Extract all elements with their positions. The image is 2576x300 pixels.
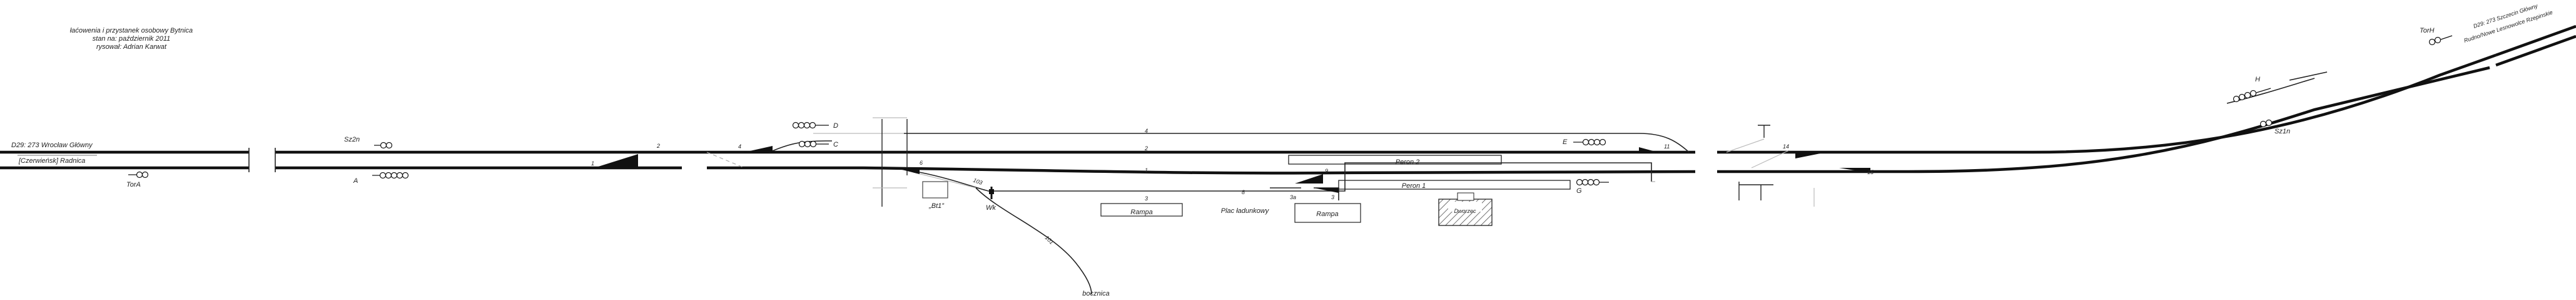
ramp-b-label: Rampa bbox=[1316, 210, 1338, 218]
line-label-left-top: D29: 273 Wrocław Główny bbox=[11, 142, 93, 149]
switch-11 bbox=[1639, 147, 1658, 152]
switch-label-3a: 3a bbox=[1290, 194, 1296, 200]
track-4 bbox=[904, 133, 1690, 153]
switch-9 bbox=[1295, 174, 1323, 184]
header-title: łaćowenia i przystanek osobowy Bytnica bbox=[70, 27, 193, 34]
switch-label-14: 14 bbox=[1783, 143, 1789, 150]
signal-sz1n-label: Sz1n bbox=[2274, 128, 2290, 135]
platform-1-label: Peron 1 bbox=[1402, 182, 1426, 190]
track-label-1: 1 bbox=[1145, 167, 1148, 173]
signal-h-label: H bbox=[2255, 76, 2260, 83]
switch-4 bbox=[744, 146, 773, 152]
signal-wk: Wk bbox=[986, 187, 996, 212]
platform-2: Peron 2 bbox=[1288, 155, 1502, 166]
station-building: Dworzec bbox=[1438, 192, 1493, 226]
switch-label-1: 1 bbox=[591, 160, 594, 167]
ramp-a bbox=[1100, 203, 1183, 217]
signal-a: A bbox=[353, 172, 409, 185]
switch-label-2: 2 bbox=[656, 143, 660, 149]
signal-c-label: C bbox=[833, 141, 838, 148]
signal-e: E bbox=[1563, 138, 1606, 146]
track-label-4: 4 bbox=[1145, 128, 1148, 134]
switch-label-11: 11 bbox=[1664, 143, 1670, 150]
siding-label: bocznica bbox=[1082, 290, 1109, 297]
switch-14 bbox=[1795, 152, 1827, 158]
switch-15 bbox=[1839, 168, 1870, 173]
switch-label-9: 9 bbox=[1325, 168, 1328, 174]
ramp-a-label: Rampa bbox=[1130, 209, 1152, 216]
header-date: stan na: październik 2011 bbox=[93, 35, 171, 43]
signal-g: G bbox=[1576, 178, 1609, 195]
track-3 bbox=[988, 162, 1652, 192]
loading-yard-label: Plac ładunkowy bbox=[1221, 207, 1270, 215]
switch-label-3: 3 bbox=[1331, 194, 1334, 200]
signal-tora-label: TorA bbox=[126, 181, 141, 189]
signal-wk-label: Wk bbox=[986, 204, 996, 212]
signal-sz1n: Sz1n bbox=[2259, 118, 2290, 135]
track-101 bbox=[975, 187, 1092, 295]
switch-3 bbox=[1314, 188, 1339, 193]
signal-e-label: E bbox=[1563, 138, 1568, 146]
switch-1 bbox=[594, 154, 638, 168]
signal-sz2n: Sz2n bbox=[344, 136, 393, 149]
switch-6 bbox=[895, 168, 920, 174]
platform-2-label: Peron 2 bbox=[1396, 158, 1420, 166]
track-label-2: 2 bbox=[1144, 145, 1148, 152]
signal-a-label: A bbox=[353, 177, 358, 185]
track-label-3: 3 bbox=[1145, 195, 1148, 202]
switch-label-6: 6 bbox=[920, 160, 923, 166]
post-bt1-label: „Bt1” bbox=[928, 202, 945, 210]
signal-g-label: G bbox=[1576, 187, 1582, 195]
signal-torh: TorH bbox=[2420, 27, 2453, 46]
signal-d: D bbox=[792, 122, 838, 130]
ramp-b bbox=[1294, 203, 1361, 223]
signal-c: C bbox=[798, 140, 838, 148]
station-building-label: Dworzec bbox=[1454, 208, 1476, 214]
main-track-2 bbox=[0, 24, 2576, 154]
header-author: rysował: Adrian Karwat bbox=[96, 43, 167, 51]
signal-tora: TorA bbox=[126, 171, 149, 189]
signal-h: H bbox=[2233, 76, 2271, 103]
switch-label-8: 8 bbox=[1242, 189, 1245, 195]
platform-1: Peron 1 bbox=[1338, 180, 1571, 190]
signal-sz2n-label: Sz2n bbox=[344, 136, 360, 143]
track-label-103: 103 bbox=[972, 177, 983, 186]
line-label-left-bottom: [Czerwieńsk] Radnica bbox=[18, 157, 85, 165]
signal-d-label: D bbox=[833, 122, 838, 130]
main-track-1 bbox=[0, 34, 2576, 175]
switch-label-15: 15 bbox=[1867, 169, 1874, 175]
switch-label-4: 4 bbox=[738, 143, 741, 150]
signal-torh-label: TorH bbox=[2420, 27, 2434, 34]
